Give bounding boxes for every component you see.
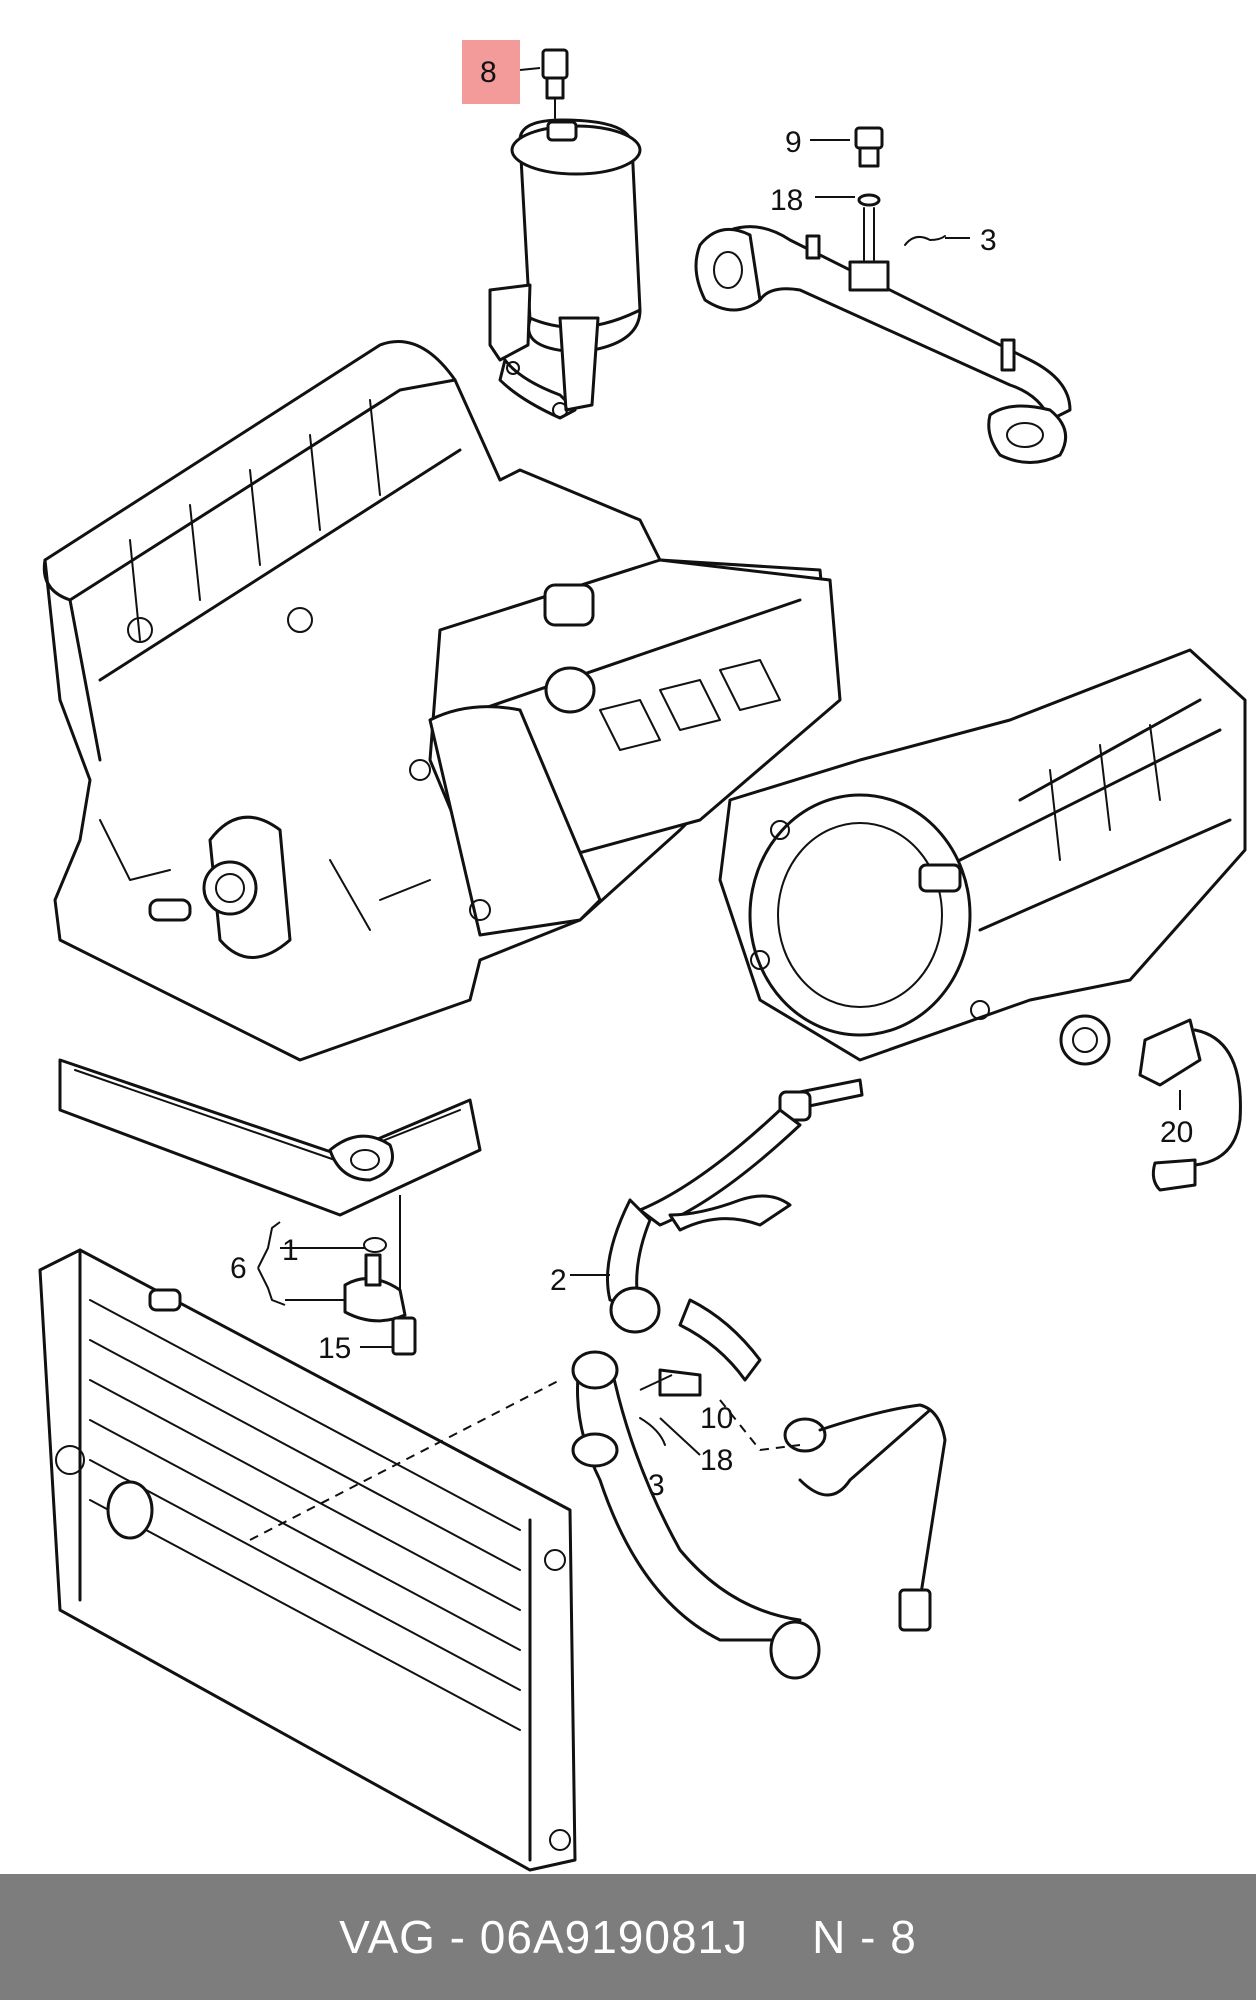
callout-2: 2: [550, 1264, 567, 1297]
oil-pan: [58, 1058, 482, 1290]
part-20-sensor: [1138, 1018, 1242, 1192]
transmission: [718, 648, 1247, 1066]
coolant-hoses: [570, 1078, 932, 1680]
diagram-position: N - 8: [812, 1911, 917, 1963]
callout-6: 6: [230, 1252, 247, 1285]
callout-3-upper: 3: [980, 224, 997, 257]
callout-20: 20: [1160, 1116, 1193, 1149]
callout-18-lower: 18: [700, 1444, 733, 1477]
part-number-footer: VAG - 06A919081J N - 8: [0, 1874, 1256, 2000]
radiator: [38, 1248, 577, 1872]
callout-leaders: [519, 67, 970, 1456]
engine-block: [42, 340, 842, 1062]
callout-1: 1: [282, 1234, 299, 1267]
callout-8: 8: [480, 56, 497, 89]
part-8-sensor: [541, 48, 569, 119]
lower-sensor-cable: [783, 1403, 947, 1632]
callout-18-upper: 18: [770, 184, 803, 217]
callout-10: 10: [700, 1402, 733, 1435]
callout-15: 15: [318, 1332, 351, 1365]
oil-filter-housing: [488, 118, 642, 420]
callout-8-highlight: [462, 40, 520, 104]
callout-9: 9: [785, 126, 802, 159]
callout-3-lower: 3: [648, 1469, 665, 1502]
dashed-leaders: [249, 1379, 801, 1541]
part-number: VAG - 06A919081J: [339, 1911, 749, 1963]
oil-level-sender-group: [257, 1221, 417, 1356]
exploded-parts-diagram: 8 9 18 3 20 1 6 2 15 10 18 3: [38, 40, 1247, 1872]
callout-labels: 8 9 18 3 20 1 6 2 15 10 18 3: [230, 40, 1193, 1502]
coolant-pipe-upper: [694, 126, 1072, 464]
